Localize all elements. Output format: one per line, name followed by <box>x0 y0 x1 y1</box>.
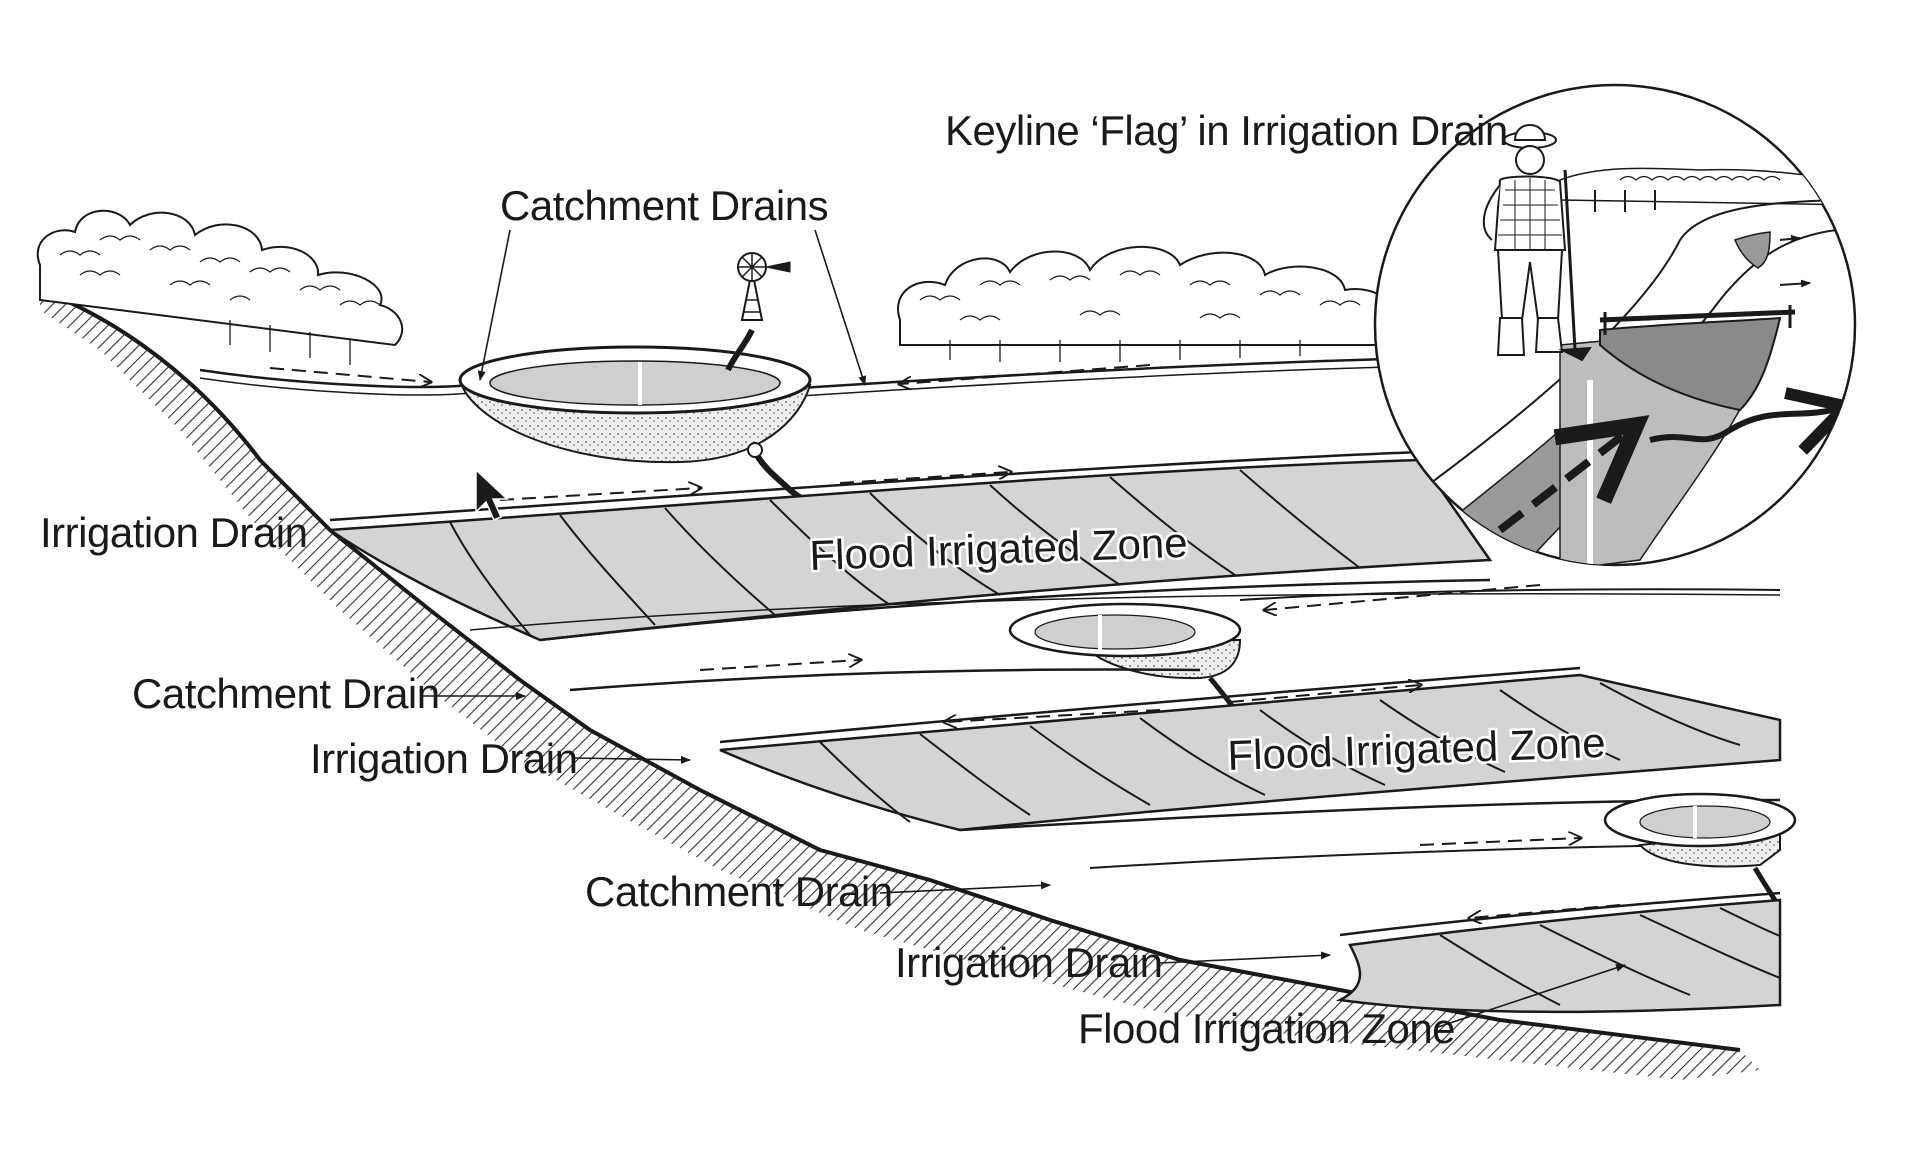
windmill-icon <box>728 253 790 370</box>
label-irrigation-drain-3: Irrigation Drain <box>895 939 1162 986</box>
label-keyline-flag: Keyline ‘Flag’ in Irrigation Drain <box>945 107 1508 154</box>
label-irrigation-drain-1: Irrigation Drain <box>40 509 307 556</box>
label-catchment-drains: Catchment Drains <box>500 182 828 229</box>
flood-zone-3 <box>1340 893 1780 1012</box>
tree-canopy <box>38 211 1396 365</box>
label-catchment-drain-2: Catchment Drain <box>585 868 893 915</box>
top-catchment-drain <box>200 358 1430 396</box>
mouse-cursor-icon <box>476 470 507 520</box>
label-irrigation-drain-2: Irrigation Drain <box>310 735 577 782</box>
label-catchment-drain-1: Catchment Drain <box>132 670 440 717</box>
label-flood-zone-3: Flood Irrigation Zone <box>1078 1005 1455 1052</box>
farm-dam-top <box>460 347 815 501</box>
tree-cluster-right <box>898 247 1396 345</box>
